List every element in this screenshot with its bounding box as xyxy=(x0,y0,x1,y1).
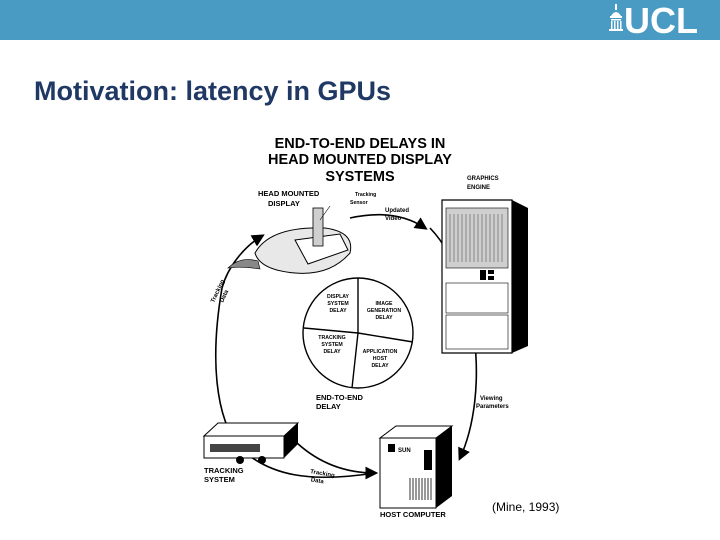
pie-image-line-1: IMAGE xyxy=(375,301,393,307)
updated-video-label-line-2: Video xyxy=(385,216,402,222)
ucl-logo: UCL xyxy=(608,2,698,40)
pie-tracking-line-2: SYSTEM xyxy=(321,342,342,348)
diagram-title-line-2: HEAD MOUNTED DISPLAY xyxy=(268,152,452,168)
tracking-data-bottom-label-line-1: Tracking xyxy=(310,469,336,479)
graphics-engine-label-line-1: GRAPHICS xyxy=(467,176,499,182)
logo-text[interactable]: UCL xyxy=(624,0,698,41)
citation: (Mine, 1993) xyxy=(492,500,560,514)
pie-application-line-3: DELAY xyxy=(371,363,389,369)
pie-image-line-3: DELAY xyxy=(375,315,393,321)
tracking-sensor-label-line-1: Tracking xyxy=(355,192,376,198)
end-to-end-delay-label-line-2: DELAY xyxy=(316,402,341,411)
hmd-label-line-1: HEAD MOUNTED xyxy=(258,189,320,198)
delay-pie-chart xyxy=(302,277,414,389)
tracking-data-bottom-label-line-2: Data xyxy=(310,477,325,485)
viewing-parameters-label-line-1: Viewing xyxy=(480,396,503,402)
diagram-title-line-1: END-TO-END DELAYS IN xyxy=(275,136,446,152)
slide-title: Motivation: latency in GPUs xyxy=(34,76,392,106)
graphics-engine-illustration xyxy=(441,199,528,354)
tracking-system-illustration xyxy=(202,422,300,464)
end-to-end-delay-diagram: END-TO-END DELAYS IN HEAD MOUNTED DISPLA… xyxy=(200,128,530,523)
pie-display-line-3: DELAY xyxy=(329,308,347,314)
header-bar: UCL xyxy=(0,0,720,40)
pie-tracking-line-3: DELAY xyxy=(323,349,341,355)
host-computer-label: HOST COMPUTER xyxy=(380,510,446,519)
pie-image-line-2: GENERATION xyxy=(367,308,401,314)
host-computer-illustration xyxy=(378,425,454,509)
hmd-label-line-2: DISPLAY xyxy=(268,199,300,208)
head-mounted-display-illustration xyxy=(227,205,352,274)
tracking-system-label-line-1: TRACKING xyxy=(204,466,244,475)
portico-dome-icon xyxy=(608,3,624,39)
viewing-parameters-label-line-2: Parameters xyxy=(476,404,509,410)
pie-application-line-2: HOST xyxy=(373,356,388,362)
host-brand-label: SUN xyxy=(398,448,411,454)
pie-display-line-2: SYSTEM xyxy=(327,301,348,307)
tracking-data-left-label-line-2: Data xyxy=(219,289,230,304)
tracking-sensor-label-line-2: Sensor xyxy=(350,200,368,206)
tracking-data-bottom-arrow xyxy=(296,442,379,480)
end-to-end-delay-label-line-1: END-TO-END xyxy=(316,393,364,402)
tracking-system-label-line-2: SYSTEM xyxy=(204,475,235,484)
pie-tracking-line-1: TRACKING xyxy=(318,335,345,341)
pie-display-line-1: DISPLAY xyxy=(327,294,350,300)
pie-application-line-1: APPLICATION xyxy=(363,349,398,355)
graphics-engine-label-line-2: ENGINE xyxy=(467,185,490,191)
updated-video-arrow xyxy=(349,213,428,230)
diagram-title-line-3: SYSTEMS xyxy=(325,169,395,185)
updated-video-label-line-1: Updated xyxy=(385,208,409,214)
